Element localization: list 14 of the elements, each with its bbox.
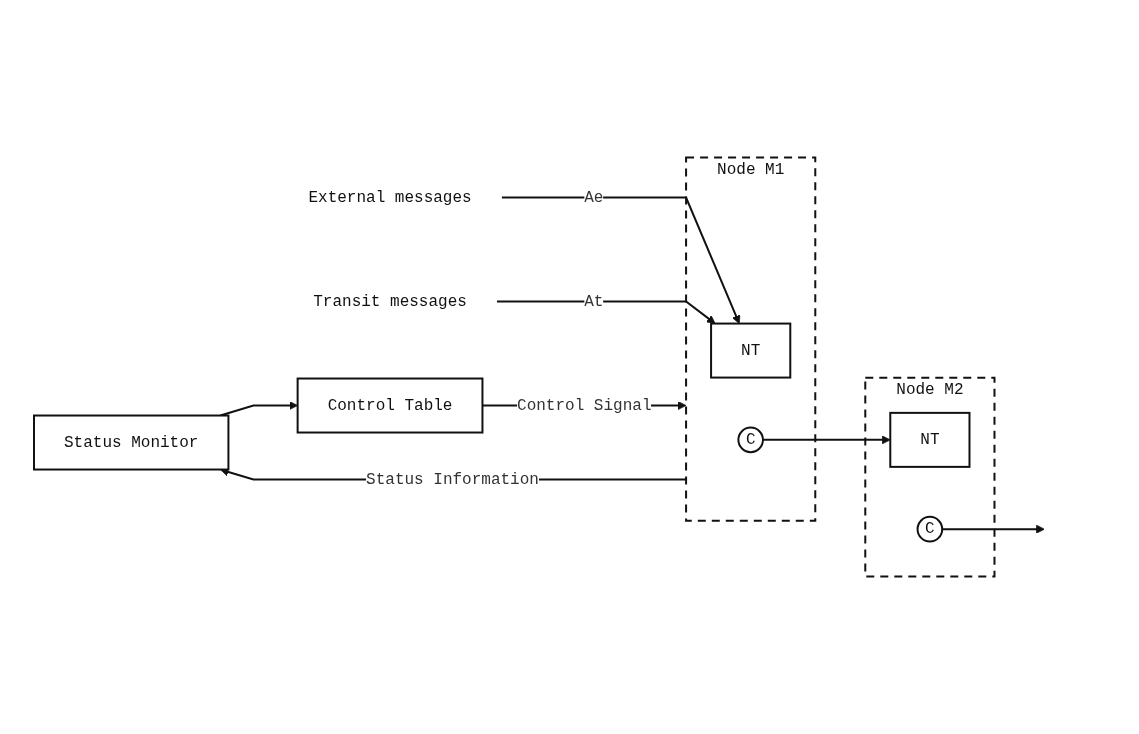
edge-label: Ae: [584, 188, 604, 207]
node-text: External messages: [308, 188, 472, 207]
node-box: Status Monitor: [33, 414, 230, 471]
node-box: NT: [710, 322, 792, 379]
edge-label: Status Information: [366, 470, 540, 489]
node-box: Control Table: [296, 377, 484, 434]
node-box: NT: [889, 411, 971, 468]
edge-label: Control Signal: [517, 396, 652, 415]
arrow: [500, 196, 741, 324]
edge-label: At: [584, 292, 604, 311]
node-circle: C: [737, 426, 765, 454]
node-circle: C: [916, 515, 944, 543]
node-text: Transit messages: [313, 292, 468, 311]
arrow: [496, 300, 716, 324]
